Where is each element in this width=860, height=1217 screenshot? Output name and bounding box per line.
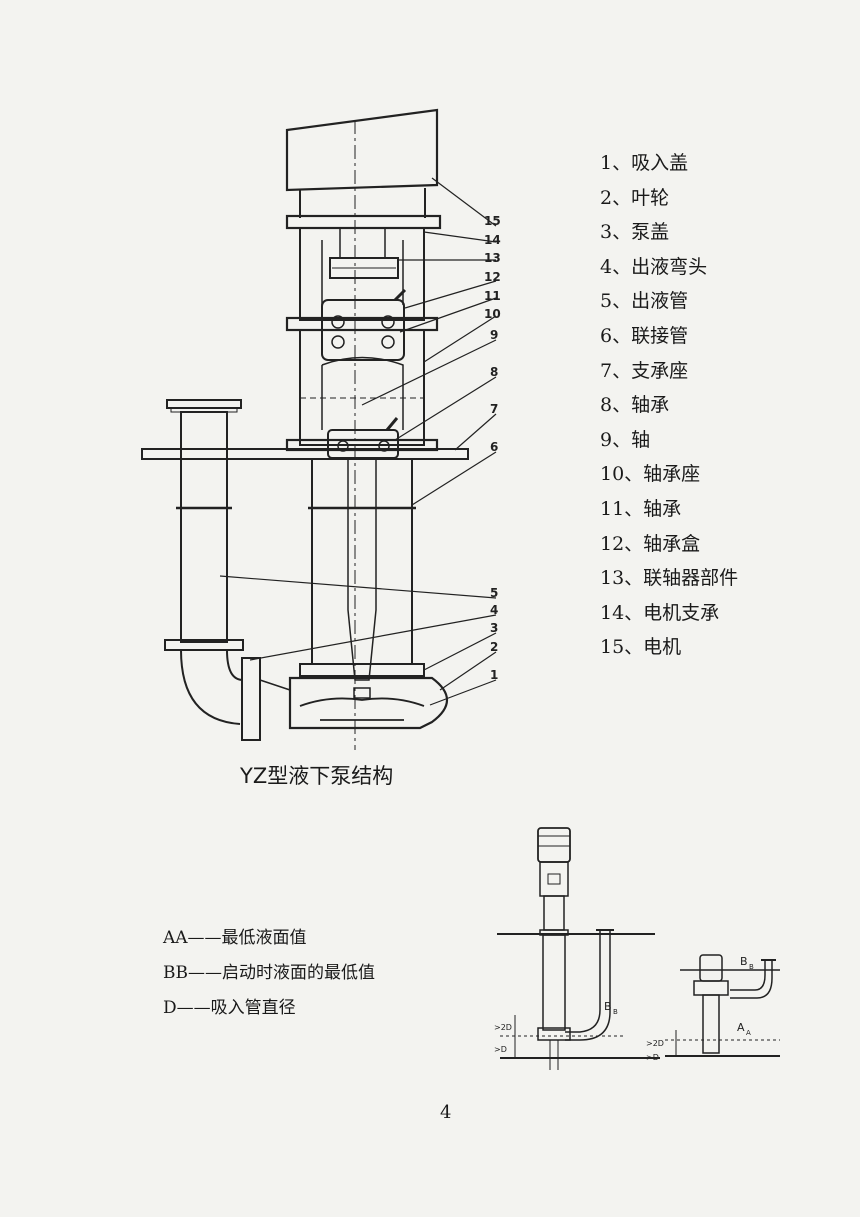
callout-9: 9 [490,328,498,342]
bearing-seat-column [299,329,425,446]
callout-10: 10 [484,307,501,321]
callout-2: 2 [490,640,498,654]
label-b-right-sub: B [749,963,754,971]
motor-housing [285,108,439,192]
installation-diagram-right [665,954,780,1057]
callout-4: 4 [490,603,498,617]
callout-5: 5 [490,586,498,600]
impeller [299,697,425,721]
legend-item-aa: AA——最低液面值 [163,928,307,948]
label-b-left: B [604,1000,612,1013]
parts-list-item: 11、轴承 [600,497,682,520]
parts-list-item: 6、联接管 [600,324,689,347]
parts-list-item: 7、支承座 [600,359,689,382]
parts-list-item: 8、轴承 [600,394,670,417]
callout-11: 11 [484,289,501,303]
parts-list-item: 14、电机支承 [600,601,720,624]
callout-15: 15 [484,214,501,228]
callout-3: 3 [490,621,498,635]
parts-list-item: 3、泵盖 [600,221,670,244]
label-d-left: >D [494,1045,507,1054]
parts-list-item: 5、出液管 [600,290,689,313]
label-b-left-sub: B [613,1008,618,1016]
discharge-lower-flange [164,639,244,651]
parts-list-item: 10、轴承座 [600,463,701,486]
parts-list-item: 9、轴 [600,428,651,451]
discharge-elbow [180,649,244,725]
parts-list-item: 1、吸入盖 [600,152,689,174]
page-number: 4 [440,1102,452,1123]
label-2d-left: >2D [494,1023,512,1032]
legend-item-bb: BB——启动时液面的最低值 [163,963,375,983]
parts-list-item: 15、电机 [600,636,682,659]
parts-list: 1、吸入盖 2、叶轮 3、泵盖 4、出液弯头 5、出液管 6、联接管 7、支承座… [600,146,738,665]
legend: AA——最低液面值 BB——启动时液面的最低值 D——吸入管直径 [163,921,375,1026]
callout-7: 7 [490,402,498,416]
parts-list-item: 13、联轴器部件 [600,567,739,590]
label-a-right: A [737,1021,745,1034]
pump-casing [288,676,448,730]
installation-diagram-left [497,827,660,1070]
parts-list-item: 4、出液弯头 [600,255,708,278]
callout-12: 12 [484,270,501,284]
callout-1: 1 [490,668,498,682]
legend-item-d: D——吸入管直径 [163,998,296,1018]
callout-14: 14 [484,233,501,247]
motor-support [299,227,425,321]
lower-flange [285,438,439,452]
discharge-pipe [180,411,228,643]
callout-numbers: 15 14 13 12 11 10 9 8 7 6 5 4 3 2 1 [484,214,501,682]
pump-shaft [347,459,377,681]
label-a-right-sub: A [746,1029,751,1037]
callout-13: 13 [484,251,501,265]
parts-list-item: 2、叶轮 [600,186,670,209]
callout-6: 6 [490,440,498,454]
label-d-right: >D [646,1053,659,1062]
coupling [329,257,399,279]
pump-cover [299,663,425,677]
parts-list-item: 12、轴承盒 [600,532,701,555]
callout-8: 8 [490,365,498,379]
callout-leaders [219,177,497,706]
installation-left-labels: B B >2D >D [494,1000,618,1054]
installation-right-labels: B B A A >2D >D [646,955,754,1062]
discharge-top-flange [166,399,242,409]
figure-caption: YZ型液下泵结构 [240,764,394,788]
motor-flange [285,214,442,230]
label-2d-right: >2D [646,1039,664,1048]
label-b-right: B [740,955,748,968]
